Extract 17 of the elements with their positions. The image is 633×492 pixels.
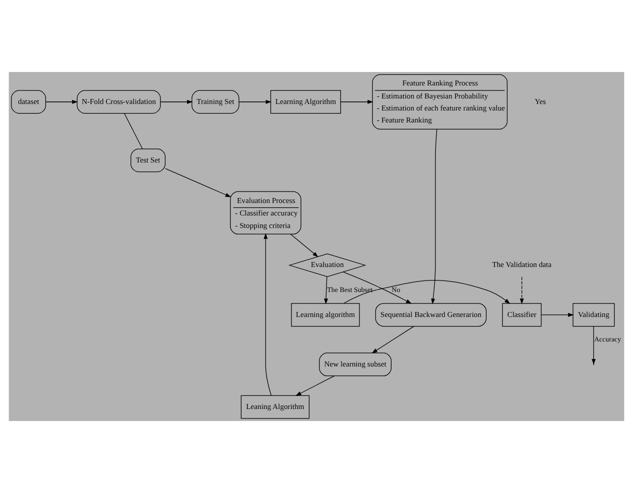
arrow	[324, 276, 328, 304]
arrow	[160, 99, 193, 104]
arrow	[296, 375, 335, 396]
arrow	[342, 271, 412, 304]
arrow	[541, 312, 574, 316]
arrow	[592, 326, 596, 364]
connector	[124, 112, 143, 149]
arrow	[45, 99, 78, 104]
arrow	[520, 276, 524, 304]
arrow	[238, 99, 272, 104]
arrow	[372, 326, 414, 353]
arrow	[340, 99, 374, 104]
arrow	[165, 168, 232, 197]
arrow	[264, 232, 272, 396]
arrow	[344, 280, 510, 304]
arrow	[290, 233, 318, 257]
arrow	[431, 128, 438, 304]
